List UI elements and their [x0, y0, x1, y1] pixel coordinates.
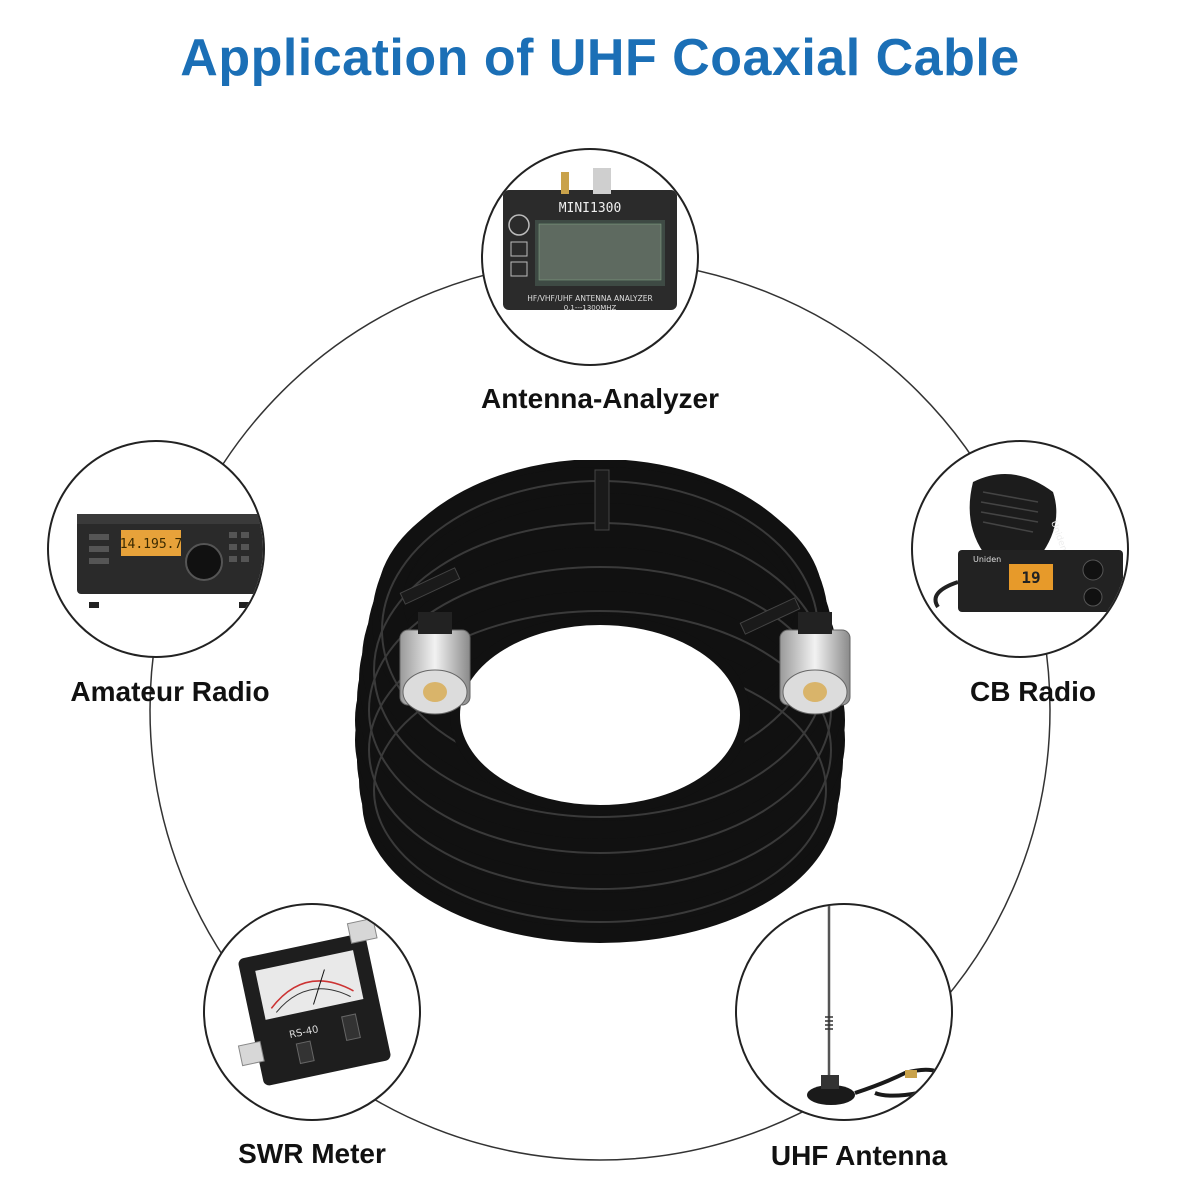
analyzer-range-text: 0.1---1300MHZ	[564, 304, 617, 312]
label-uhf-antenna: UHF Antenna	[770, 1140, 948, 1171]
antenna-analyzer-icon: MINI1300 HF/VHF/UHF ANTENNA ANALYZER 0.1…	[503, 168, 677, 312]
coaxial-cable-image	[355, 460, 851, 943]
label-amateur-radio: Amateur Radio	[70, 676, 270, 707]
radio-display-text: 14.195.7	[120, 537, 183, 552]
amateur-radio-icon: 14.195.7	[77, 514, 263, 608]
cb-brand-text: Uniden	[973, 555, 1001, 564]
cb-display-text: 19	[1021, 568, 1040, 587]
swr-meter-bubble: RS-40	[203, 903, 421, 1121]
analyzer-caption-text: HF/VHF/UHF ANTENNA ANALYZER	[527, 294, 652, 303]
analyzer-brand-text: MINI1300	[559, 201, 622, 216]
uhf-antenna-icon	[807, 905, 948, 1105]
uhf-antenna-bubble	[735, 903, 953, 1121]
label-swr-meter: SWR Meter	[238, 1138, 386, 1169]
antenna-analyzer-bubble: MINI1300 HF/VHF/UHF ANTENNA ANALYZER 0.1…	[481, 148, 699, 366]
page-title: Application of UHF Coaxial Cable	[180, 29, 1020, 87]
label-antenna-analyzer: Antenna-Analyzer	[480, 383, 720, 414]
cb-radio-bubble: Uniden Uniden 19	[911, 440, 1129, 658]
amateur-radio-bubble: 14.195.7	[47, 440, 265, 658]
cb-radio-icon: Uniden Uniden 19	[933, 474, 1123, 612]
swr-meter-icon: RS-40	[237, 917, 391, 1086]
label-cb-radio: CB Radio	[970, 676, 1096, 707]
